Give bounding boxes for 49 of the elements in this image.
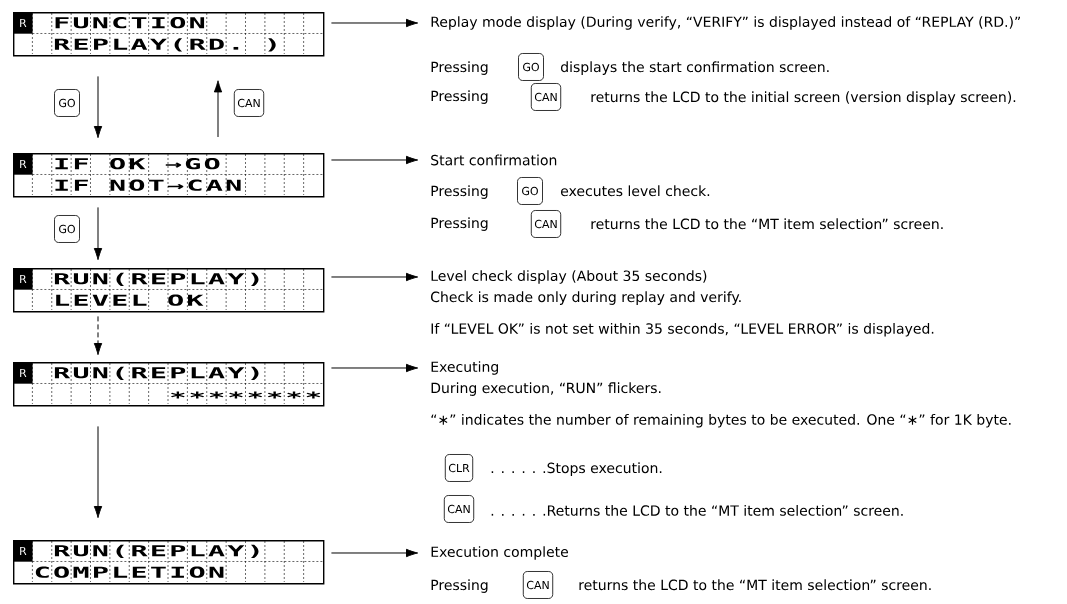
arrow [93,75,103,139]
lcd-text: ∗∗∗∗∗∗∗∗ [171,391,321,399]
description-text: Level check display (About 35 seconds) [431,270,707,284]
key-label: CAN [233,89,265,117]
key-label: GO [54,215,80,243]
arrow [93,425,103,519]
lcd-text: LEVEL OK [56,294,204,306]
description-text: Pressing [431,217,488,231]
description-text: . . . . . .Stops execution. [491,462,662,476]
arrow [330,272,419,282]
arrow [330,363,419,373]
description-text: displays the start confirmation screen. [561,61,829,75]
description-text: returns the LCD to the “MT item selection” screen. [579,579,931,591]
description-text: Replay mode display (During verify, “VERIFY” is displayed instead of “REPLAY (RD.)” [431,16,1020,30]
lcd-text: RUN(REPLAY) [54,366,259,381]
lcd-text: IF OK →GO [55,158,220,170]
description-text: If “LEVEL OK” is not set within 35 seconds, “LEVEL ERROR” is displayed. [431,323,934,337]
indicator-cell: R [13,12,33,34]
lcd-text: REPLAY(RD. ) [54,38,276,52]
arrow [330,18,419,28]
key-label: GO [54,89,80,117]
description-text: Pressing [431,579,488,593]
description-text: returns the LCD to the “MT item selection” screen. [591,218,943,230]
indicator-cell: R [13,540,33,562]
lcd-text: RUN(REPLAY) [54,544,259,559]
indicator-cell: R [13,268,33,290]
description-text: Execution complete [431,546,569,560]
lcd-text: IF NOT→CAN [55,179,241,191]
description-text: Check is made only during replay and verify. [431,291,741,305]
indicator-cell: R [13,362,33,384]
description-text: Pressing [431,90,488,104]
description-text: Start confirmation [431,154,557,166]
description-text: . . . . . .Returns the LCD to the “MT item selection” screen. [491,505,903,516]
description-text: returns the LCD to the initial screen (version display screen). [591,91,1016,105]
description-text: Executing [431,361,498,375]
description-text: “∗” indicates the number of remaining bytes to be executed. One “∗” for 1K byte. [431,414,1011,428]
lcd-text: RUN(REPLAY) [54,272,259,287]
arrow [93,206,103,261]
description-text: Pressing [431,61,488,75]
indicator-cell: R [13,153,33,175]
arrow [330,548,419,558]
description-text: executes level check. [561,185,710,197]
arrow [93,315,103,356]
lcd-text: COMPLETION [35,566,224,578]
arrow [213,80,223,138]
arrow [330,155,419,165]
description-text: Pressing [431,185,488,199]
lcd-text: FUNCTION [55,17,205,29]
description-text: During execution, “RUN” flickers. [431,382,661,396]
